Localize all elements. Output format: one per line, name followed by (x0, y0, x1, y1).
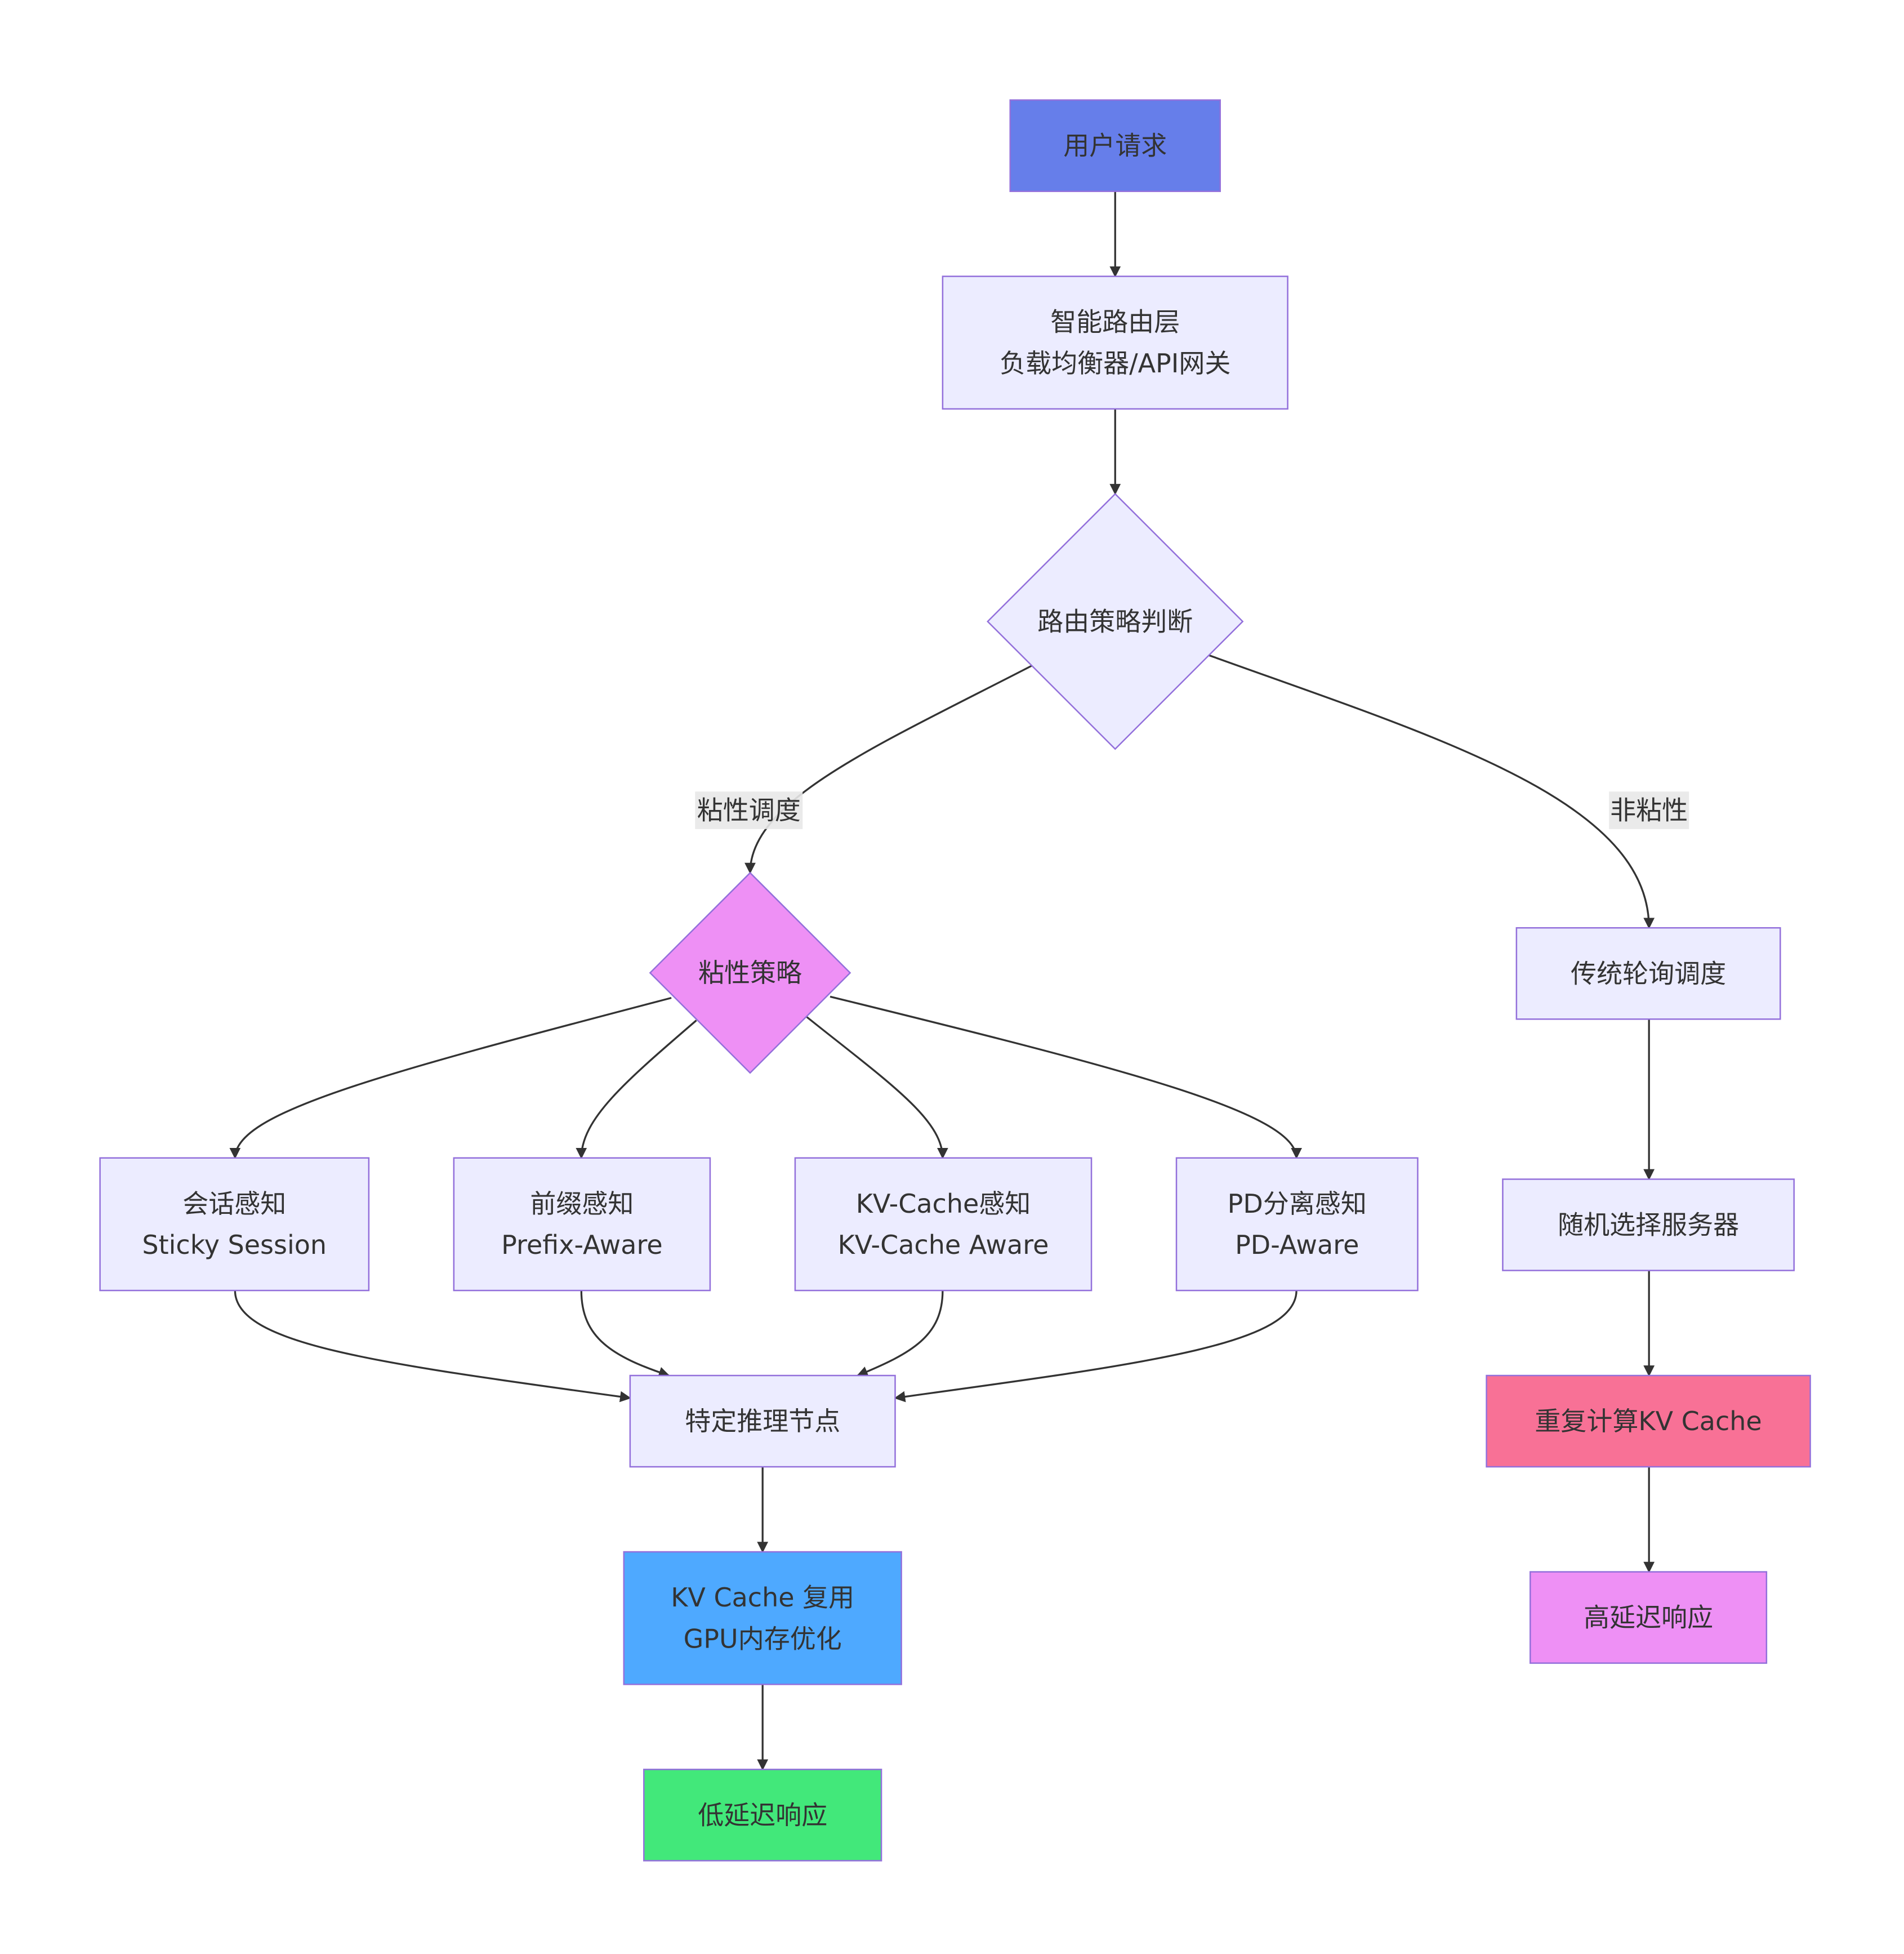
edge-sticky-to-prefix (569, 1021, 696, 1161)
node-box (643, 1769, 882, 1862)
node-user-request: 用户请求 (1009, 99, 1221, 192)
node-box (629, 1374, 896, 1468)
edge-labels: 粘性调度 非粘性 (695, 791, 1689, 829)
decision-diamond (649, 871, 851, 1074)
node-label: 路由策略判断 (1037, 606, 1193, 637)
node-pd-aware: PD分离感知 PD-Aware (1175, 1157, 1419, 1292)
node-high-latency: 高延迟响应 (1530, 1571, 1768, 1664)
node-label: 前缀感知 (530, 1189, 634, 1219)
node-box (453, 1157, 711, 1292)
edge-sticky-to-pd (830, 996, 1309, 1161)
node-label: 智能路由层 (1050, 307, 1180, 337)
node-box (1175, 1157, 1419, 1292)
node-label: GPU内存优化 (684, 1623, 842, 1654)
node-label: KV Cache 复用 (671, 1582, 854, 1613)
node-label: 随机选择服务器 (1558, 1209, 1739, 1240)
edge-kvcache-to-specific (855, 1290, 943, 1379)
node-prefix-aware: 前缀感知 Prefix-Aware (453, 1157, 711, 1292)
node-label: KV-Cache感知 (856, 1189, 1031, 1219)
node-label: PD-Aware (1235, 1230, 1359, 1260)
edge-sticky-to-kvcache (806, 1017, 955, 1161)
edge-label-text: 非粘性 (1610, 795, 1688, 826)
node-label: KV-Cache Aware (838, 1230, 1049, 1260)
edge-label-non-sticky: 非粘性 (1609, 791, 1689, 829)
node-box (1009, 99, 1221, 192)
node-box (1530, 1571, 1768, 1664)
node-label: PD分离感知 (1228, 1189, 1367, 1219)
node-session-aware: 会话感知 Sticky Session (99, 1157, 370, 1292)
node-box (1515, 927, 1781, 1020)
edges (222, 192, 1662, 1772)
node-round-robin: 传统轮询调度 (1515, 927, 1781, 1020)
node-box (1502, 1178, 1795, 1271)
node-kvcache-aware: KV-Cache感知 KV-Cache Aware (794, 1157, 1093, 1292)
node-label: 会话感知 (182, 1189, 286, 1219)
node-label: 负载均衡器/API网关 (1000, 348, 1230, 379)
node-box (942, 275, 1288, 410)
node-label: 高延迟响应 (1584, 1603, 1713, 1633)
node-label: 用户请求 (1063, 131, 1167, 161)
node-box (1486, 1374, 1811, 1468)
node-label: 重复计算KV Cache (1535, 1406, 1762, 1436)
edge-session-to-specific (235, 1290, 633, 1408)
node-recompute-kv: 重复计算KV Cache (1486, 1374, 1811, 1468)
node-sticky-strategy: 粘性策略 (649, 871, 851, 1074)
node-label: 特定推理节点 (685, 1406, 840, 1436)
edge-decision-to-sticky (738, 665, 1033, 875)
edge-decision-to-roundrobin (1209, 655, 1662, 931)
node-label: Sticky Session (142, 1230, 327, 1260)
edge-label-background (1609, 791, 1689, 829)
node-route-decision: 路由策略判断 (987, 493, 1244, 750)
decision-diamond (987, 493, 1244, 750)
node-box (794, 1157, 1093, 1292)
node-kv-reuse: KV Cache 复用 GPU内存优化 (623, 1551, 902, 1685)
edge-sticky-to-session (222, 998, 671, 1161)
edge-pd-to-specific (893, 1290, 1297, 1408)
edge-label-text: 粘性调度 (697, 795, 801, 826)
edge-label-background (695, 791, 803, 829)
node-label: 低延迟响应 (698, 1800, 827, 1830)
node-label: Prefix-Aware (501, 1230, 663, 1260)
node-random-server: 随机选择服务器 (1502, 1178, 1795, 1271)
node-label: 传统轮询调度 (1571, 958, 1726, 989)
node-box (99, 1157, 370, 1292)
edge-label-sticky: 粘性调度 (695, 791, 803, 829)
node-label: 粘性策略 (698, 958, 802, 988)
node-box (623, 1551, 902, 1685)
node-specific-node: 特定推理节点 (629, 1374, 896, 1468)
edge-prefix-to-specific (581, 1290, 671, 1381)
node-low-latency: 低延迟响应 (643, 1769, 882, 1862)
